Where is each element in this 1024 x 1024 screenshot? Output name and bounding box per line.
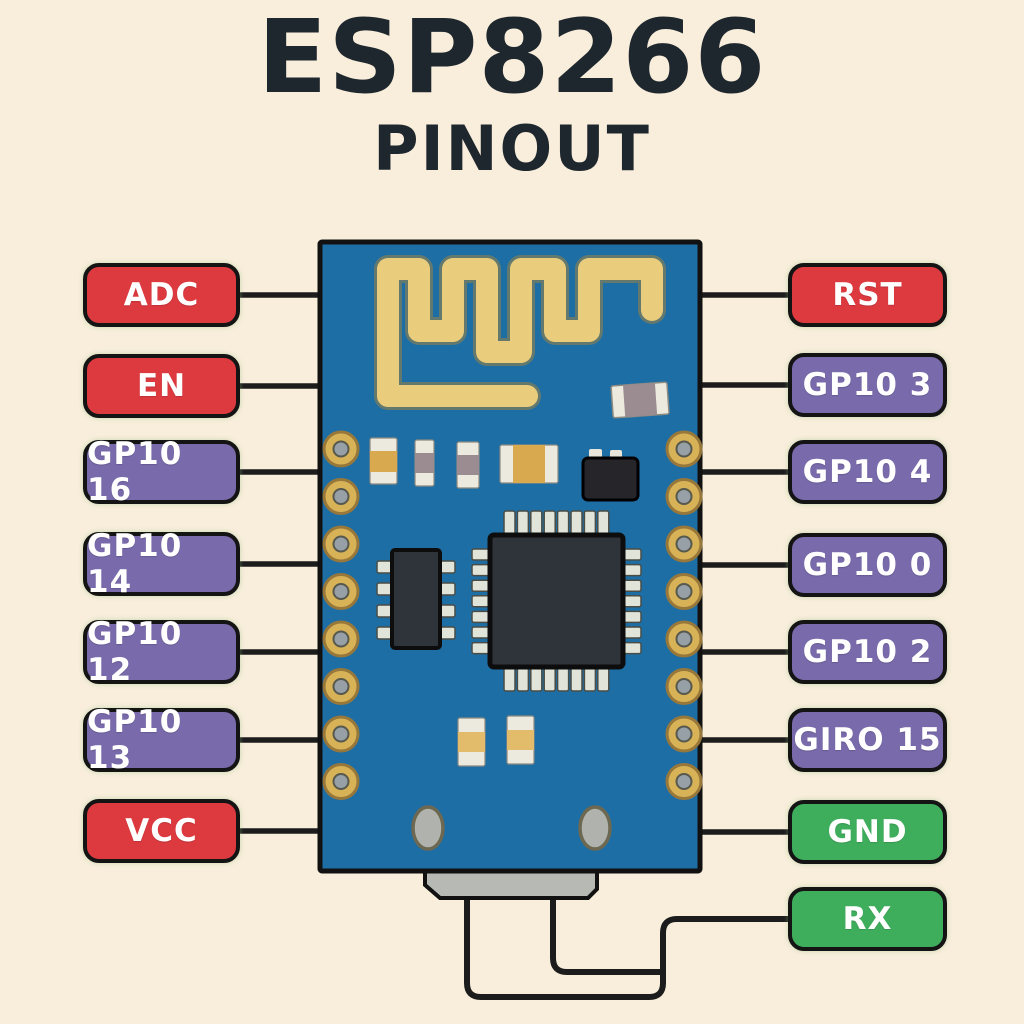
transistor bbox=[581, 449, 640, 502]
qfp-chip bbox=[471, 510, 642, 692]
pin-label-rst: RST bbox=[788, 263, 947, 327]
pin-label-vcc: VCC bbox=[83, 799, 240, 863]
pin-label-gnd: GND bbox=[788, 800, 947, 864]
smd-cap-1 bbox=[369, 437, 398, 485]
pin-label-gp10-14: GP10 14 bbox=[83, 528, 240, 600]
mounting-holes bbox=[411, 805, 612, 851]
rx-wire-trace bbox=[464, 896, 797, 1000]
pin-label-gp10-12: GP10 12 bbox=[83, 616, 240, 688]
page-subtitle: PINOUT bbox=[373, 112, 651, 185]
bottom-caps bbox=[457, 715, 535, 767]
antenna-trace bbox=[374, 255, 666, 410]
soic-chip bbox=[376, 548, 456, 650]
smd-cap-3 bbox=[456, 441, 480, 489]
pin-label-gp10-2: GP10 2 bbox=[788, 620, 947, 684]
smd-cap-5 bbox=[457, 717, 486, 767]
smd-cap-4 bbox=[499, 444, 559, 484]
left-pin-wires bbox=[227, 292, 327, 834]
page-title: ESP8266 bbox=[257, 0, 767, 117]
pin-label-gp10-4: GP10 4 bbox=[788, 440, 947, 504]
pin-label-gp10-3: GP10 3 bbox=[788, 353, 947, 417]
smd-resistor-top bbox=[610, 381, 670, 419]
pin-label-en: EN bbox=[83, 354, 240, 418]
edge-pads bbox=[322, 430, 703, 800]
smd-cap-2 bbox=[414, 439, 435, 487]
pin-label-gp10-13: GP10 13 bbox=[83, 704, 240, 776]
smd-cap-6 bbox=[506, 715, 535, 765]
pin-label-gp10-0: GP10 0 bbox=[788, 533, 947, 597]
right-pin-wires bbox=[693, 292, 803, 835]
pin-label-giro-15: GIRO 15 bbox=[788, 708, 947, 772]
smd-component-row bbox=[369, 437, 559, 489]
pin-label-adc: ADC bbox=[83, 263, 240, 327]
pin-label-gp10-16: GP10 16 bbox=[83, 436, 240, 508]
pin-label-rx: RX bbox=[788, 887, 947, 951]
